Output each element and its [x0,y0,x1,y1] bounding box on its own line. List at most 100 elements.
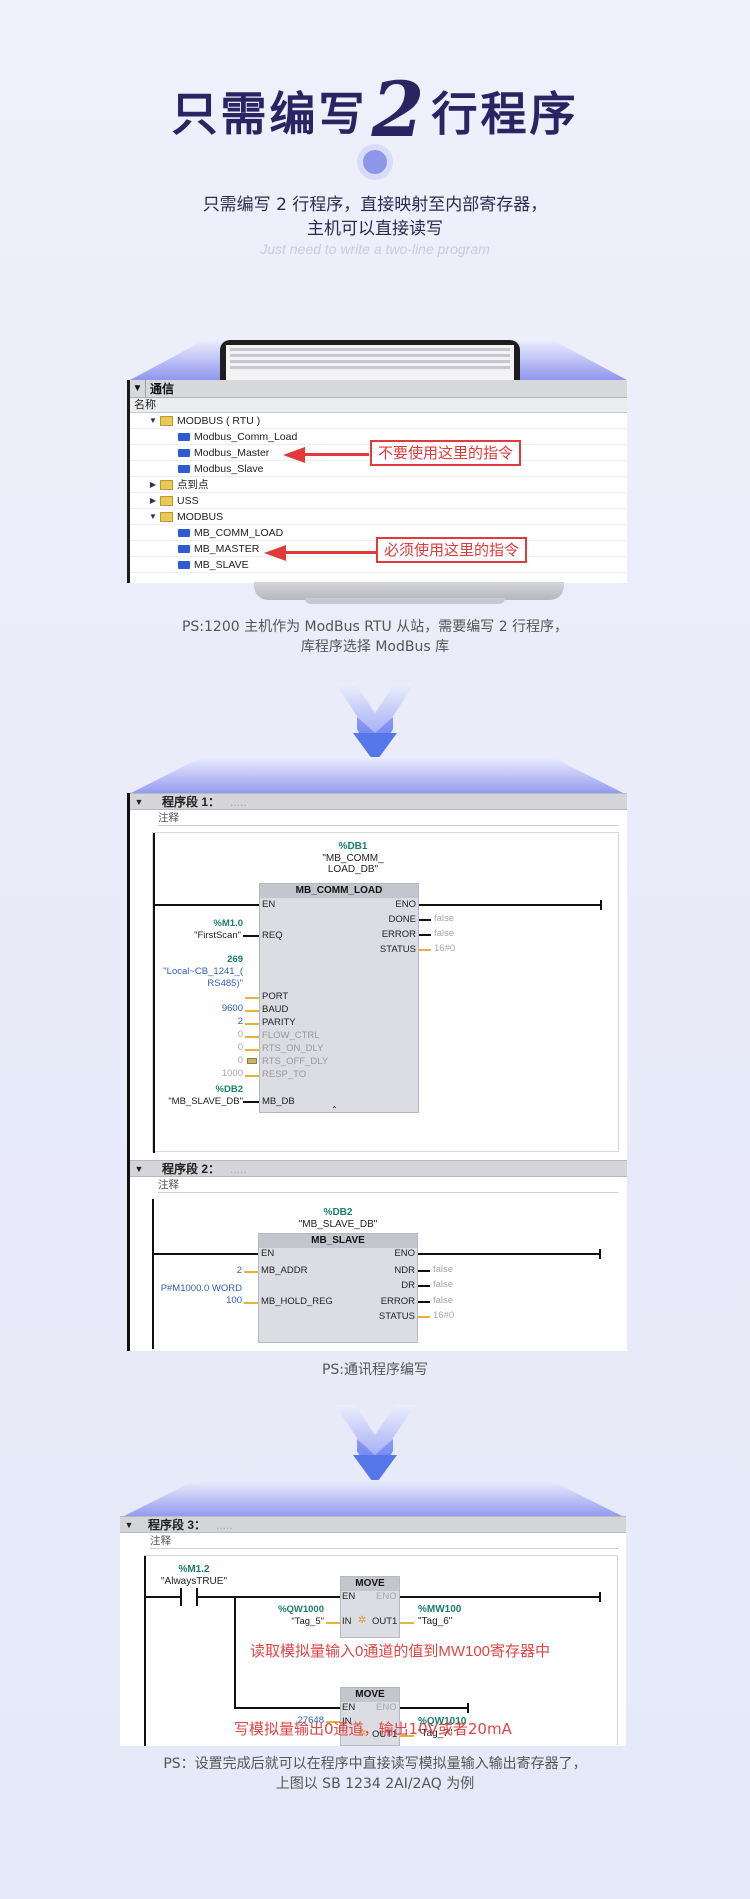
note-read-analog-input: 读取模拟量输入0通道的值到MW100寄存器中 [250,1643,551,1660]
hold-reg-tag: P#M1000.0 WORD [160,1283,242,1294]
function-block-icon [178,528,190,537]
caption-comm-program: PS:通讯程序编写 [321,1362,429,1378]
pin-status: STATUS [378,1311,415,1322]
contact-name: "AlwaysTRUE" [161,1576,227,1587]
mb-comm-load-block[interactable]: MB_COMM_LOAD [259,883,419,1113]
ladder-editor-panel: ▼ 程序段 1： ..... 注释 %DB1 "MB_COMM_ LOAD_DB… [127,793,627,1351]
db2-tag: %DB2 [323,1207,353,1218]
rts-on-dly-value: 0 [237,1042,243,1053]
network-3-body: %M1.2 "AlwaysTRUE" MOVE EN ENO %QW1000 "… [144,1555,618,1746]
collapse-triangle-icon[interactable]: ▼ [134,1163,144,1174]
ladder-editor-panel-3: ▼ 程序段 3： ..... 注释 %M1.2 "AlwaysTRUE" MOV… [120,1516,626,1746]
ndr-value: false [433,1264,454,1275]
red-arrow-line [284,551,376,554]
mb-slave-block[interactable]: MB_SLAVE [258,1233,418,1343]
network-2-header[interactable]: ▼ 程序段 2： ..... [130,1160,627,1177]
tree-item-mb-slave[interactable]: MB_SLAVE [130,557,627,573]
done-value: false [434,913,455,924]
expand-open-icon[interactable]: ▼ [149,511,157,521]
power-rail [144,1556,146,1746]
folder-icon [160,479,173,490]
pin-eno: ENO [395,899,416,910]
port-tag: 269 [227,954,243,965]
function-block-icon [178,560,190,569]
tree-item-modbus-slave[interactable]: Modbus_Slave [130,461,627,477]
pin-req: REQ [262,930,283,941]
chevron-down-icon[interactable]: ▼ [130,380,146,398]
pin-rts-on-dly: RTS_ON_DLY [262,1043,324,1054]
baud-value: 9600 [221,1003,243,1014]
note-write-analog-output: 写模拟量输出0通道，输出10V或者20mA [234,1720,512,1738]
laptop-screen-content [226,345,514,382]
resp-to-value: 1000 [221,1068,243,1079]
move-block-1[interactable]: MOVE [340,1576,400,1638]
function-block-icon [178,448,190,457]
pin-flow-ctrl: FLOW_CTRL [262,1030,320,1041]
caption-analog-io: PS：设置完成后就可以在程序中直接读写模拟量输入输出寄存器了， 上图以 SB 1… [163,1756,587,1792]
port-name-line2: RS485)" [207,978,243,989]
error-value: false [434,928,455,939]
eno-wire-end [600,900,602,910]
rts-off-dly-value: 0 [237,1055,243,1066]
mb-db-name: "MB_SLAVE_DB" [168,1096,243,1107]
move2-in-value: 27648 [297,1715,324,1726]
title-pre: 只需编写 [171,87,368,141]
tree-item-uss[interactable]: ▶USS [130,493,627,509]
collapse-triangle-icon[interactable]: ▼ [124,1519,134,1530]
red-arrow-head [283,447,305,463]
expand-closed-icon[interactable]: ▶ [149,495,157,505]
db1-name-line2: LOAD_DB" [327,864,379,875]
tree-header[interactable]: ▼ 通信 [130,380,627,398]
move1-out-pin: OUT1 [372,1616,398,1627]
caption-modbus-library: PS:1200 主机作为 ModBus RTU 从站，需要编写 2 行程序， 库… [181,619,569,655]
normally-open-contact[interactable] [180,1588,198,1606]
expand-open-icon[interactable]: ▼ [149,415,157,425]
flow-ctrl-value: 0 [237,1029,243,1040]
move1-in-tag: %QW1000 [278,1604,324,1615]
network-2-body: %DB2 "MB_SLAVE_DB" MB_SLAVE EN 2 MB_ADDR… [152,1199,619,1349]
req-name: "FirstScan" [194,930,241,941]
status-value: 16#0 [434,943,456,954]
tree-column-header: 名称 [130,398,627,413]
down-arrow-icon [335,683,415,763]
function-block-icon [178,544,190,553]
move-block-2[interactable]: MOVE [340,1687,400,1746]
network-3-header[interactable]: ▼ 程序段 3： ..... [120,1516,626,1533]
subtitle-english: Just need to write a two-line program [260,241,490,257]
network-1-comment[interactable]: 注释 [158,810,619,826]
move1-out-tag: %MW100 [418,1604,462,1615]
network-3-comment[interactable]: 注释 [150,1533,618,1549]
section-header-band [120,1480,626,1518]
move1-in-name: "Tag_5" [291,1616,324,1627]
block-expand-icon[interactable]: ⌃ [331,1105,338,1114]
tree-item-modbus[interactable]: ▼MODBUS [130,509,627,525]
db2-name: "MB_SLAVE_DB" [298,1219,378,1230]
pin-status: STATUS [379,944,416,955]
pin-done: DONE [388,914,416,925]
red-arrow-line [303,453,369,456]
gear-icon: ✲ [358,1728,367,1739]
move2-in-pin: IN [342,1716,352,1727]
pin-mb-addr: MB_ADDR [261,1265,308,1276]
db1-tag: %DB1 [338,841,368,852]
tree-header-label: 通信 [150,382,175,396]
tree-item-modbus-rtu[interactable]: ▼MODBUS ( RTU ) [130,413,627,429]
db1-name-line1: "MB_COMM_ [322,853,384,864]
network-1-header[interactable]: ▼ 程序段 1： ..... [130,793,627,810]
network-2-comment[interactable]: 注释 [158,1177,619,1193]
network-1-body: %DB1 "MB_COMM_ LOAD_DB" MB_COMM_LOAD EN … [152,832,619,1153]
expand-closed-icon[interactable]: ▶ [149,479,157,489]
section-header-band [127,757,627,795]
instruction-tree-panel: ▼ 通信 名称 ▼MODBUS ( RTU ) Modbus_Comm_Load… [127,380,627,583]
tree-item-point-to-point[interactable]: ▶点到点 [130,477,627,493]
decorative-dot [363,150,387,174]
title-number: 2 [371,65,428,154]
folder-icon [160,495,173,506]
pin-mb-db: MB_DB [262,1096,295,1107]
pin-resp-to: RESP_TO [262,1069,307,1080]
hold-reg-value: 100 [226,1295,242,1306]
collapse-triangle-icon[interactable]: ▼ [134,796,144,807]
callout-do-not-use: 不要使用这里的指令 [370,440,522,466]
title-post: 行程序 [431,87,579,141]
move2-eno: ENO [376,1702,397,1713]
